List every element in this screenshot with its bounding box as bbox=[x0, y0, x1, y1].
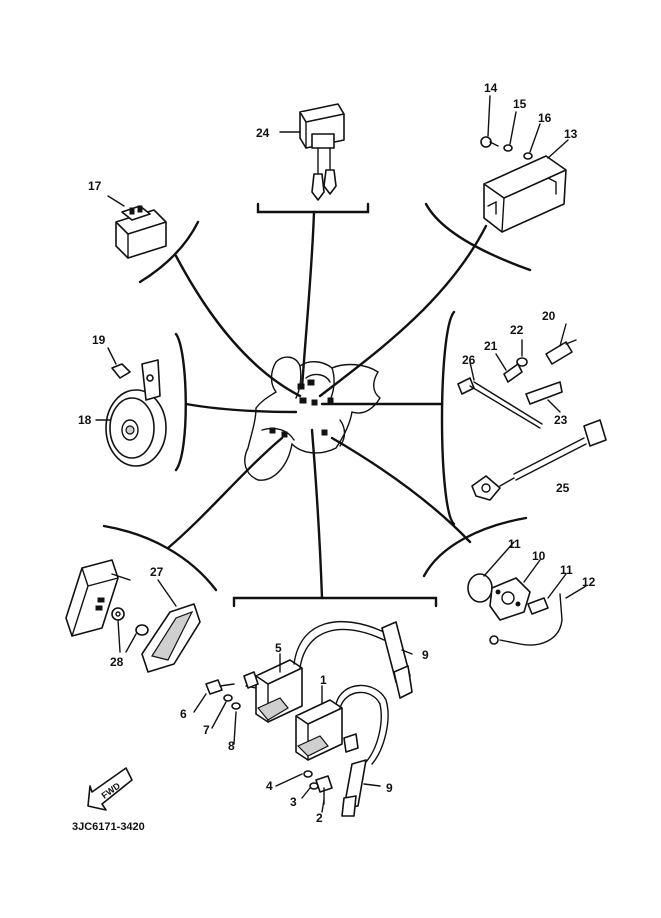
callout-8: 8 bbox=[228, 739, 235, 753]
callout-2: 2 bbox=[316, 811, 323, 825]
callout-27: 26 bbox=[462, 353, 476, 367]
part-10-13-neutral-switch bbox=[467, 541, 587, 646]
callout-17: 16 bbox=[538, 111, 552, 125]
callout-20: 19 bbox=[92, 333, 106, 347]
callout-9-lower: 9 bbox=[386, 781, 393, 795]
callout-26: 25 bbox=[556, 481, 570, 495]
part-1-9-ignition-coils bbox=[193, 620, 413, 817]
callout-29: 28 bbox=[110, 655, 124, 669]
callout-12: 11 bbox=[560, 563, 573, 577]
part-25-relay bbox=[279, 103, 345, 201]
callout-23: 22 bbox=[510, 323, 524, 337]
motorcycle-frame-outline bbox=[244, 356, 381, 481]
part-18-flasher-relay bbox=[107, 195, 167, 259]
callout-4: 4 bbox=[266, 779, 273, 793]
callout-25: 24 bbox=[256, 126, 270, 140]
diagram-code: 3JC6171-3420 bbox=[72, 821, 145, 833]
callout-5: 5 bbox=[275, 641, 282, 655]
part-14-cdi-unit bbox=[480, 95, 569, 233]
callout-19: 18 bbox=[78, 413, 92, 427]
part-28-29-reflectors bbox=[65, 559, 201, 673]
callout-1: 1 bbox=[320, 673, 327, 687]
callout-22: 21 bbox=[484, 339, 498, 353]
part-21-27-sensors-and-clamp bbox=[457, 323, 607, 501]
callout-18: 17 bbox=[88, 179, 102, 193]
callout-11: 11 bbox=[508, 537, 521, 551]
callout-21: 20 bbox=[542, 309, 556, 323]
callout-9-upper: 9 bbox=[422, 648, 429, 662]
callout-labels: 24 17 14 15 16 13 19 18 20 22 21 26 23 2… bbox=[78, 81, 596, 825]
callout-14: 13 bbox=[564, 127, 578, 141]
callout-15: 14 bbox=[484, 81, 498, 95]
callout-13: 12 bbox=[582, 575, 596, 589]
callout-3: 3 bbox=[290, 795, 297, 809]
callout-24: 23 bbox=[554, 413, 568, 427]
callout-16: 15 bbox=[513, 97, 527, 111]
callout-28: 27 bbox=[150, 565, 164, 579]
forward-direction-arrow: FWD bbox=[87, 767, 133, 811]
callout-10: 10 bbox=[532, 549, 546, 563]
callout-6: 6 bbox=[180, 707, 187, 721]
part-19-horn bbox=[95, 347, 167, 467]
group-brackets bbox=[102, 202, 532, 608]
callout-7: 7 bbox=[203, 723, 210, 737]
